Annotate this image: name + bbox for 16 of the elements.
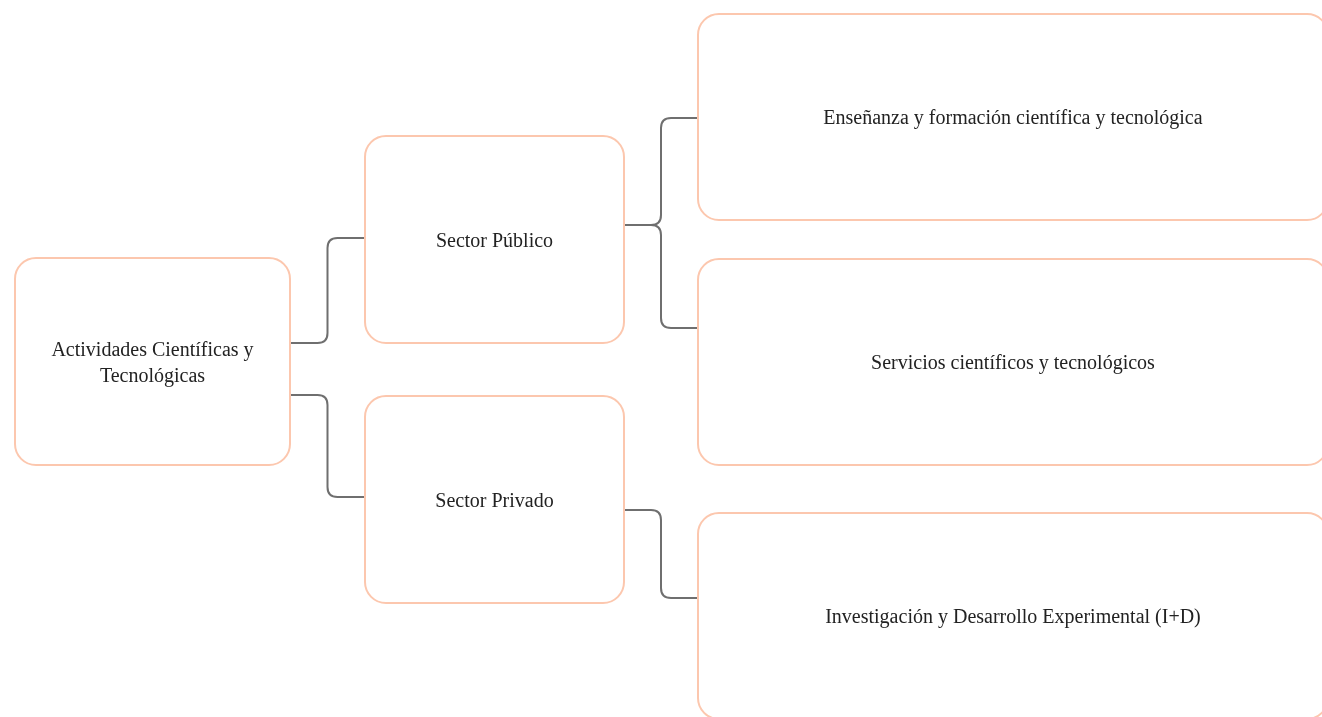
connector-line — [624, 224, 698, 329]
box-label: Actividades Científicas y Tecnológicas — [50, 336, 255, 388]
connector-line — [290, 237, 365, 344]
category-box — [697, 512, 1322, 717]
box-label: Sector Privado — [435, 487, 554, 513]
connector-line — [624, 509, 698, 599]
category-box — [697, 258, 1322, 466]
box-label: Servicios científicos y tecnológicos — [871, 350, 1155, 375]
box-label: Investigación y Desarrollo Experimental (I+D) — [825, 604, 1201, 629]
category-box — [364, 135, 625, 344]
category-box — [14, 257, 291, 466]
box-label: Enseñanza y formación científica y tecnológica — [823, 105, 1203, 130]
box-label: Sector Público — [435, 227, 554, 253]
category-box — [697, 13, 1322, 221]
category-box — [364, 395, 625, 604]
connector-line — [290, 394, 365, 498]
